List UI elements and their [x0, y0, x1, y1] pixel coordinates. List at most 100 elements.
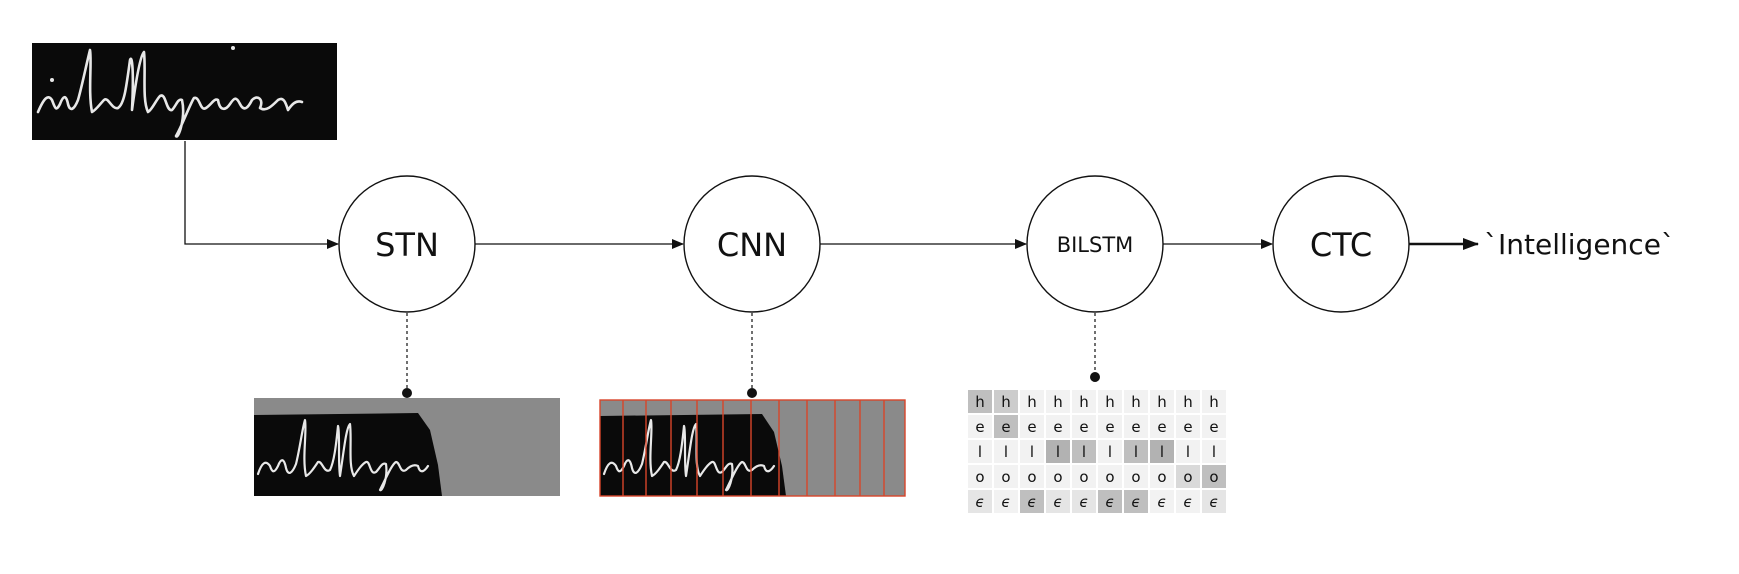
prob-cell: [1124, 390, 1148, 413]
prob-cell-label: ϵ: [1131, 493, 1140, 511]
prob-cell-label: o: [1157, 468, 1166, 486]
prob-cell-label: o: [975, 468, 984, 486]
prob-cell: [1020, 465, 1044, 488]
prob-cell: [1020, 440, 1044, 463]
prob-cell: [1202, 490, 1226, 513]
prob-cell-label: h: [1001, 393, 1011, 411]
prob-cell: [1150, 390, 1174, 413]
prob-cell-label: o: [1001, 468, 1010, 486]
stn-label: STN: [375, 226, 439, 264]
input-handwriting: [36, 48, 304, 138]
prob-cell-label: l: [1212, 443, 1216, 461]
prob-cell-label: h: [1053, 393, 1063, 411]
prob-cell-label: o: [1027, 468, 1036, 486]
cnn-output-image: [599, 399, 906, 497]
prob-cell: [994, 390, 1018, 413]
prob-cell-label: h: [1079, 393, 1089, 411]
prob-cell: [1020, 490, 1044, 513]
prob-cell-label: e: [1079, 418, 1088, 436]
prob-cell: [968, 415, 992, 438]
prob-cell-label: h: [1209, 393, 1219, 411]
prob-cell: [968, 440, 992, 463]
prob-cell-label: o: [1183, 468, 1192, 486]
stn-output-image: [254, 398, 560, 496]
ctc-node: CTC: [1272, 175, 1410, 313]
prob-cell-label: e: [1001, 418, 1010, 436]
prob-cell-label: ϵ: [1105, 493, 1114, 511]
input-to-stn-arrow: [184, 141, 339, 249]
prob-cell: [1046, 465, 1070, 488]
prob-cell: [1072, 465, 1096, 488]
prob-cell-label: e: [1157, 418, 1166, 436]
cnn-node: CNN: [683, 175, 821, 313]
stn-output-handwriting: [256, 418, 430, 492]
prob-cell: [1202, 415, 1226, 438]
prob-cell: [994, 490, 1018, 513]
prob-cell: [1202, 465, 1226, 488]
prob-cell-label: l: [1082, 443, 1086, 461]
prob-cell: [994, 465, 1018, 488]
prob-cell-label: ϵ: [1053, 493, 1062, 511]
prob-cell: [1072, 490, 1096, 513]
prob-cell: [1176, 465, 1200, 488]
prob-cell: [1098, 490, 1122, 513]
prob-cell-label: e: [1209, 418, 1218, 436]
prob-cell-label: h: [1131, 393, 1141, 411]
input-image: [32, 43, 337, 140]
prob-cell-label: o: [1079, 468, 1088, 486]
prob-cell-label: h: [975, 393, 985, 411]
prob-cell: [994, 440, 1018, 463]
prob-cell-label: e: [1053, 418, 1062, 436]
bilstm-leader-dot: [1090, 372, 1100, 382]
prob-cell: [1098, 465, 1122, 488]
prob-cell-label: e: [1027, 418, 1036, 436]
prob-cell-label: o: [1105, 468, 1114, 486]
cnn-grid: [599, 399, 906, 497]
prob-cell: [1176, 440, 1200, 463]
prob-cell-label: ϵ: [1001, 493, 1010, 511]
prob-cell: [1150, 440, 1174, 463]
prob-cell: [1150, 490, 1174, 513]
prob-cell: [1072, 440, 1096, 463]
prob-cell: [1046, 390, 1070, 413]
prob-cell: [1176, 490, 1200, 513]
prob-cell-label: l: [1030, 443, 1034, 461]
prob-cell-label: o: [1209, 468, 1218, 486]
prob-cell: [1202, 390, 1226, 413]
prob-cell-label: e: [1183, 418, 1192, 436]
prob-cell-label: o: [1053, 468, 1062, 486]
prob-cell-label: l: [1108, 443, 1112, 461]
bilstm-node: BILSTM: [1026, 175, 1164, 313]
prob-cell-label: l: [1160, 443, 1164, 461]
prob-cell-label: h: [1183, 393, 1193, 411]
prob-cell: [1124, 465, 1148, 488]
prob-cell: [1202, 440, 1226, 463]
cnn-leader-dot: [747, 388, 757, 398]
prob-cell-label: o: [1131, 468, 1140, 486]
prob-cell: [1124, 440, 1148, 463]
prob-cell: [968, 390, 992, 413]
prob-cell: [1020, 390, 1044, 413]
stn-leader-dot: [402, 388, 412, 398]
prob-cell: [1176, 415, 1200, 438]
prob-cell-label: ϵ: [1157, 493, 1166, 511]
prob-cell: [968, 465, 992, 488]
prob-cell-label: l: [1056, 443, 1060, 461]
prob-cell: [1046, 415, 1070, 438]
prob-cell-label: ϵ: [1079, 493, 1088, 511]
output-text: `Intelligence`: [1484, 228, 1675, 261]
prob-cell-label: e: [975, 418, 984, 436]
stn-node: STN: [338, 175, 476, 313]
prob-cell: [1124, 415, 1148, 438]
prob-cell-label: h: [1105, 393, 1115, 411]
prob-cell: [1098, 440, 1122, 463]
bilstm-label: BILSTM: [1057, 233, 1134, 257]
prob-cell: [1098, 390, 1122, 413]
prob-cell: [968, 490, 992, 513]
prob-cell: [1020, 415, 1044, 438]
ctc-label: CTC: [1310, 226, 1372, 264]
prob-cell: [1072, 415, 1096, 438]
prob-cell-label: h: [1157, 393, 1167, 411]
prob-cell: [1046, 440, 1070, 463]
